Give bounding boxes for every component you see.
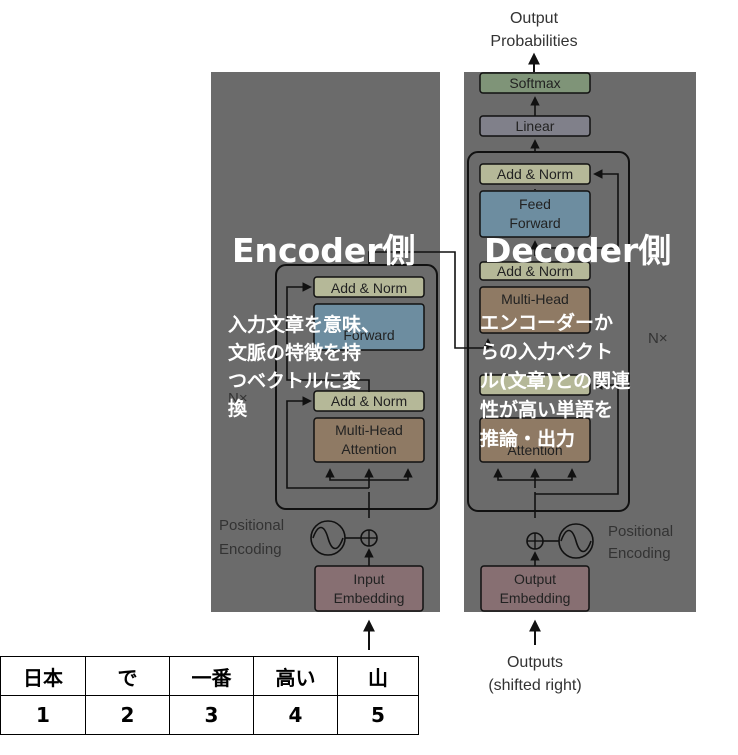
- decoder-feed-label-2: Forward: [509, 215, 560, 231]
- decoder-add-norm-low: [479, 374, 591, 396]
- encoder-v-arrow: [369, 468, 413, 481]
- outputs-label-group: Outputs (shifted right): [488, 654, 581, 694]
- decoder-add-norm-top-label: Add & Norm: [497, 166, 573, 182]
- decoder-positional-label-2: Encoding: [608, 545, 671, 562]
- decoder-add-norm-mid-label: Add & Norm: [497, 263, 573, 279]
- decoder-residual-low: [535, 380, 619, 495]
- encoder-positional-label-2: Encoding: [219, 541, 282, 558]
- output-probabilities-label-2: Probabilities: [490, 33, 577, 50]
- transformer-diagram: Output Probabilities Add & Norm Forward …: [211, 10, 696, 650]
- decoder-nx-label: N×: [648, 330, 668, 347]
- token-words-row: 日本 で 一番 高い 山: [0, 656, 419, 696]
- token-word-cell: 日本: [0, 656, 86, 696]
- encoder-sine-wave: [312, 526, 344, 550]
- decoder-embedding-label-2: Embedding: [500, 590, 571, 606]
- decoder-softmax-label: Softmax: [509, 75, 560, 91]
- token-word-cell: 一番: [169, 656, 254, 696]
- encoder-block-frame: [275, 264, 438, 510]
- decoder-description-line-2: らの入力ベクト: [480, 340, 613, 363]
- token-index-cell: 5: [337, 695, 419, 735]
- encoder-attention-label-2: Attention: [341, 441, 396, 457]
- decoder-residual-top: [535, 169, 619, 249]
- decoder-feed-label-1: Feed: [519, 196, 551, 212]
- outputs-label-1: Outputs: [507, 654, 563, 671]
- token-index-cell: 4: [253, 695, 338, 735]
- encoder-to-decoder-connector: [368, 251, 493, 349]
- encoder-embedding-label-2: Embedding: [334, 590, 405, 606]
- output-probabilities-label-1: Output: [510, 10, 559, 27]
- decoder-embedding-label-1: Output: [514, 571, 556, 587]
- decoder-cross-attention-box: [479, 286, 591, 334]
- encoder-description-line-2: 文脈の特徴を持: [228, 341, 361, 364]
- decoder-description-line-1: エンコーダーか: [480, 311, 613, 334]
- decoder-description-line-4: 性が高い単語を: [480, 398, 613, 421]
- decoder-add-norm-top: [479, 163, 591, 185]
- decoder-output-embedding-box: [480, 565, 590, 612]
- encoder-positional-label-1: Positional: [219, 517, 284, 534]
- decoder-block-frame: [467, 151, 630, 512]
- encoder-heading: Encoder側: [232, 231, 416, 270]
- decoder-feed-forward-box: [479, 190, 591, 238]
- decoder-masked-attention-box: [479, 417, 591, 463]
- encoder-k-arrow: [325, 468, 369, 481]
- token-index-cell: 1: [0, 695, 86, 735]
- token-word-cell: で: [85, 656, 170, 696]
- decoder-add-norm-mid: [479, 261, 591, 281]
- encoder-residual-1: [286, 396, 369, 489]
- decoder-v-arrow: [535, 468, 577, 481]
- encoder-embedding-label-1: Input: [353, 571, 384, 587]
- decoder-description-line-3: ル(文章)との関連: [480, 369, 631, 392]
- encoder-residual-2: [286, 282, 370, 392]
- decoder-description-line-5: 推論・出力: [480, 427, 575, 450]
- encoder-attention-label-1: Multi-Head: [335, 422, 403, 438]
- decoder-linear-label: Linear: [516, 118, 555, 134]
- decoder-linear-box: [479, 115, 591, 137]
- token-table: 日本 で 一番 高い 山 1 2 3 4 5: [0, 656, 419, 735]
- token-index-cell: 3: [169, 695, 254, 735]
- encoder-add-norm-bottom-label: Add & Norm: [331, 393, 407, 409]
- encoder-nx-label: N×: [228, 390, 248, 407]
- encoder-feed-forward-label: Forward: [343, 327, 394, 343]
- encoder-feed-forward-box: [313, 303, 425, 351]
- token-index-row: 1 2 3 4 5: [0, 695, 419, 735]
- encoder-description-line-4: 換: [228, 397, 248, 420]
- encoder-description-line-1: 入力文章を意味、: [228, 313, 380, 336]
- decoder-cross-attention-label: Multi-Head: [501, 291, 569, 307]
- token-word-cell: 高い: [253, 656, 338, 696]
- encoder-attention-box: [313, 417, 425, 463]
- decoder-overlay-panel: [464, 72, 696, 612]
- decoder-masked-attention-label: Attention: [507, 442, 562, 458]
- token-word-cell: 山: [337, 656, 419, 696]
- decoder-softmax-box: [479, 72, 591, 94]
- decoder-sine-wave: [560, 529, 592, 553]
- encoder-add-norm-top: [313, 276, 425, 298]
- outputs-label-2: (shifted right): [488, 677, 581, 694]
- decoder-heading: Decoder側: [484, 231, 671, 270]
- decoder-positional-label-1: Positional: [608, 523, 673, 540]
- decoder-k-arrow: [493, 468, 535, 481]
- encoder-input-embedding-box: [314, 565, 424, 612]
- encoder-add-norm-top-label: Add & Norm: [331, 280, 407, 296]
- token-index-cell: 2: [85, 695, 170, 735]
- encoder-description-line-3: つベクトルに変: [228, 369, 361, 392]
